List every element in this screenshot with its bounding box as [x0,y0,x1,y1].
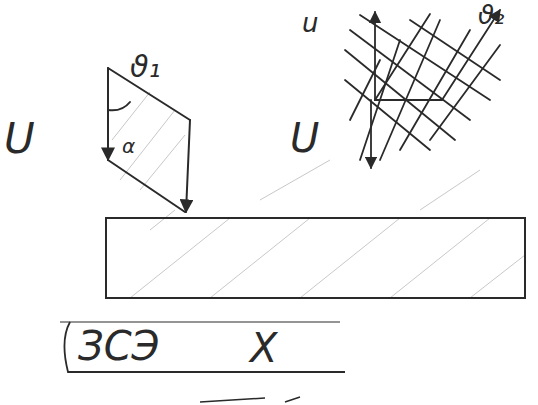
velocity-label: ϑ₂ [478,2,505,28]
scribble [200,397,300,402]
hatching [112,92,525,298]
overline [60,321,340,322]
plate [106,218,525,298]
underline-bracket [64,322,345,372]
velocity-label: U [4,118,35,160]
velocity-crosshatch [345,10,500,168]
velocity-label: U [290,118,319,158]
velocity-parallelogram [108,68,190,212]
velocity-label: u [302,10,318,36]
note-text: X [250,328,277,368]
note-text: ЗСЭ [78,326,160,366]
angle-label: α [122,136,135,156]
velocity-label: ϑ₁ [130,52,161,82]
